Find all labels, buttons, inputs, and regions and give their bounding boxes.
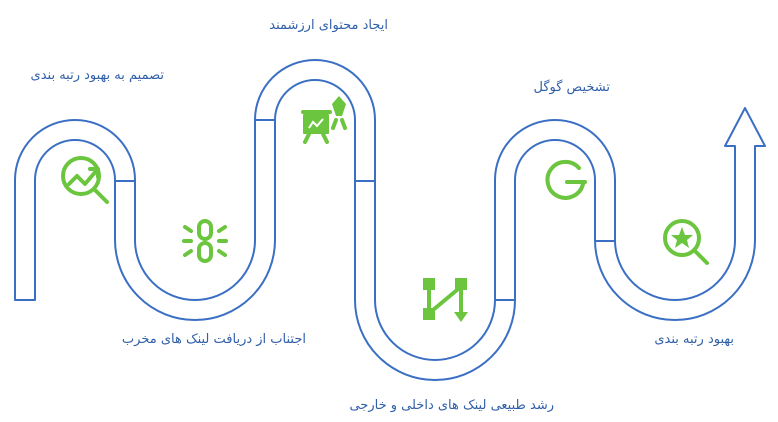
- path-outer-wall: [14, 59, 766, 381]
- google-g-icon: [545, 159, 587, 200]
- presentation-board-icon: [301, 96, 347, 144]
- flow-arrows-icon: [423, 278, 468, 322]
- broken-link-icon: [182, 219, 228, 263]
- step-label-6: بهبود رتبه بندی: [654, 332, 734, 347]
- step-label-3: ایجاد محتوای ارزشمند: [269, 18, 388, 33]
- step-label-5: تشخیص گوگل: [533, 80, 610, 95]
- step-label-4: رشد طبیعی لینک های داخلی و خارجی: [349, 398, 554, 413]
- star-search-icon: [663, 219, 709, 265]
- step-label-1: تصمیم به بهبود رتبه بندی: [30, 68, 164, 83]
- step-label-2: اجتناب از دریافت لینک های مخرب: [121, 332, 306, 347]
- chart-search-icon: [61, 156, 109, 204]
